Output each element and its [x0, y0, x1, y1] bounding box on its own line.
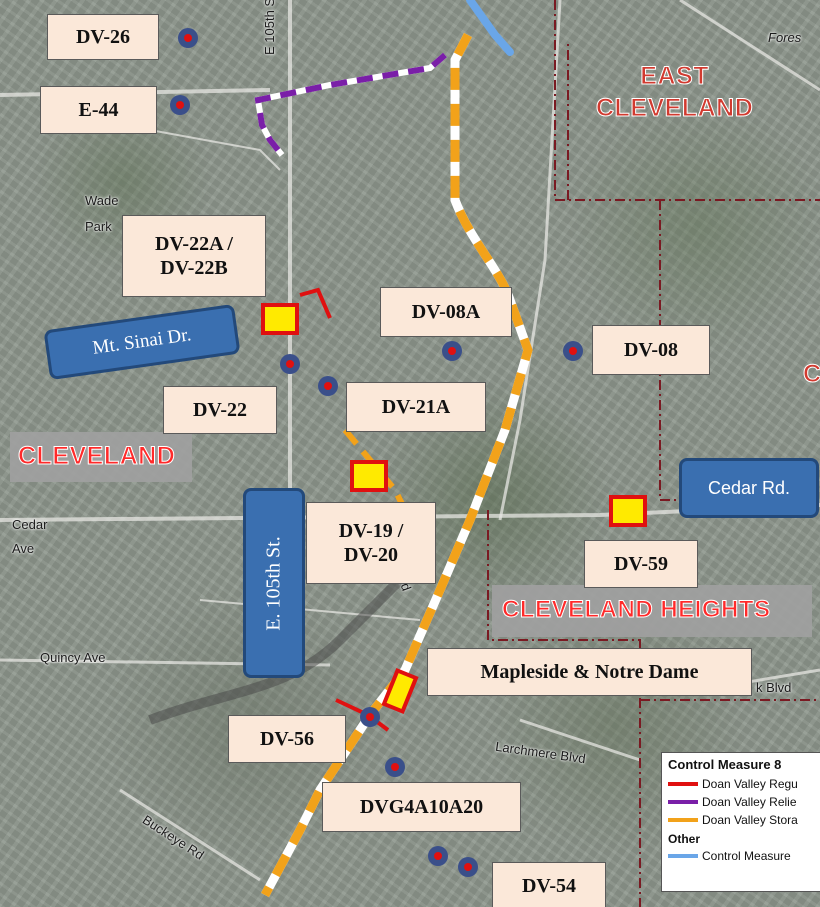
street-label-blvd: k Blvd [756, 680, 792, 695]
municipal-boundary [487, 0, 820, 907]
callout-e105-label: E. 105th St. [262, 535, 285, 631]
marker-dv26[interactable] [178, 28, 198, 48]
control-measure-line [466, 0, 514, 56]
marker-dv54-b[interactable] [458, 857, 478, 877]
site-label-dv22a-dv22b[interactable]: DV-22A / DV-22B [122, 215, 266, 297]
relief-line [254, 52, 447, 157]
legend-item-relief: Doan Valley Relie [668, 793, 820, 811]
legend-label-regulator: Doan Valley Regu [702, 777, 798, 791]
legend-swatch-storage [668, 818, 698, 822]
marker-e44[interactable] [170, 95, 190, 115]
marker-dv21a[interactable] [318, 376, 338, 396]
site-square-dv59[interactable] [609, 495, 647, 527]
marker-dv56[interactable] [360, 707, 380, 727]
legend-item-control-measure: Control Measure [668, 847, 820, 865]
site-label-dv26[interactable]: DV-26 [47, 14, 159, 60]
site-label-dv08[interactable]: DV-08 [592, 325, 710, 375]
marker-dv08[interactable] [563, 341, 583, 361]
map-legend: Control Measure 8 Doan Valley Regu Doan … [661, 752, 820, 892]
legend-label-control-measure: Control Measure [702, 849, 791, 863]
site-label-dv19-dv20[interactable]: DV-19 / DV-20 [306, 502, 436, 584]
city-label-cleveland: CLEVELAND [17, 442, 176, 471]
street-label-forest: Fores [768, 30, 802, 45]
street-network [0, 0, 820, 882]
cleveland-label-band [10, 432, 192, 482]
city-label-east-cleveland: EAST CLEVELAND [595, 62, 754, 123]
city-label-partial: C [803, 360, 820, 389]
site-label-e44[interactable]: E-44 [40, 86, 157, 134]
street-label-e105-top: E 105th St [262, 0, 277, 55]
storage-tunnel [261, 32, 533, 898]
marker-dv08a[interactable] [442, 341, 462, 361]
street-label-quincy: Quincy Ave [40, 650, 106, 665]
site-label-dv08a[interactable]: DV-08A [380, 287, 512, 337]
legend-item-storage: Doan Valley Stora [668, 811, 820, 829]
site-label-dv22[interactable]: DV-22 [163, 386, 277, 434]
site-label-dv56[interactable]: DV-56 [228, 715, 346, 763]
site-label-dv21a[interactable]: DV-21A [346, 382, 486, 432]
legend-swatch-regulator [668, 782, 698, 786]
site-label-dvg4a10a20[interactable]: DVG4A10A20 [322, 782, 521, 832]
legend-swatch-relief [668, 800, 698, 804]
legend-swatch-control-measure [668, 854, 698, 858]
cleveland-heights-label-band [492, 585, 812, 637]
legend-other-heading: Other [668, 832, 701, 846]
marker-dv54-a[interactable] [428, 846, 448, 866]
point-markers [170, 28, 583, 877]
callout-cedar-rd[interactable]: Cedar Rd. [679, 458, 819, 518]
street-label-wade-park: Wade Park [85, 193, 119, 234]
city-label-cleveland-heights: CLEVELAND HEIGHTS [502, 596, 771, 624]
marker-dv22[interactable] [280, 354, 300, 374]
legend-item-regulator: Doan Valley Regu [668, 775, 820, 793]
legend-title: Control Measure 8 [668, 757, 782, 772]
rail-corridor [148, 556, 424, 725]
legend-label-relief: Doan Valley Relie [702, 795, 797, 809]
site-label-dv54[interactable]: DV-54 [492, 862, 606, 907]
site-label-dv59[interactable]: DV-59 [584, 540, 698, 588]
legend-label-storage: Doan Valley Stora [702, 813, 798, 827]
street-label-cedar-ave: Cedar Ave [12, 517, 48, 556]
site-label-mapleside[interactable]: Mapleside & Notre Dame [427, 648, 752, 696]
site-square-mapleside[interactable] [381, 667, 419, 715]
site-square-dv19[interactable] [350, 460, 388, 492]
site-squares [261, 303, 647, 715]
callout-e105[interactable]: E. 105th St. [243, 488, 305, 678]
site-square-dv22a[interactable] [261, 303, 299, 335]
marker-dvg[interactable] [385, 757, 405, 777]
